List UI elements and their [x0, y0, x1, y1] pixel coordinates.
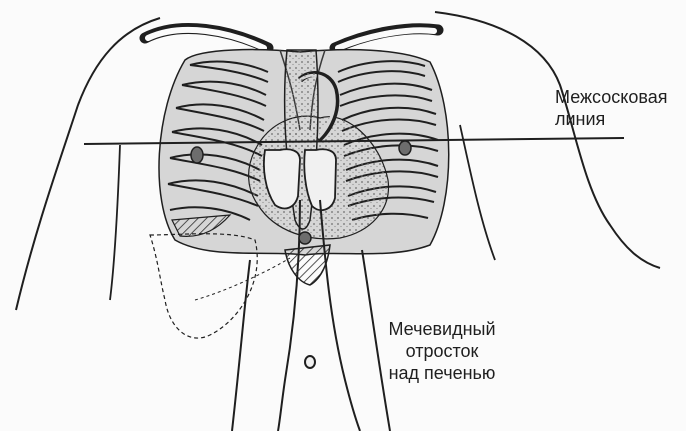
bleed-through-text: [520, 232, 525, 252]
left-clavicle-inner: [148, 30, 264, 48]
intercostal-line-label-line1: Межсосковая: [555, 86, 683, 108]
xiphoid-label-line1: Мечевидный: [372, 318, 512, 340]
left-flank: [110, 145, 120, 300]
xiphoid-hatched: [285, 245, 330, 285]
costal-margin-dashed: [195, 258, 290, 300]
xiphoid-label-line2: отросток: [372, 340, 512, 362]
right-flank: [460, 125, 495, 260]
right-nipple: [399, 141, 411, 155]
xiphoid-circle: [299, 232, 311, 244]
intercostal-line-label-line2: линия: [555, 108, 683, 130]
xiphoid-label-line3: над печенью: [372, 362, 512, 384]
umbilicus: [305, 356, 315, 368]
left-nipple: [191, 147, 203, 163]
intercostal-line-label: Межсосковая линия: [555, 86, 683, 130]
torso-outline: [16, 18, 160, 310]
xiphoid-over-liver-label: Мечевидный отросток над печенью: [372, 318, 512, 384]
